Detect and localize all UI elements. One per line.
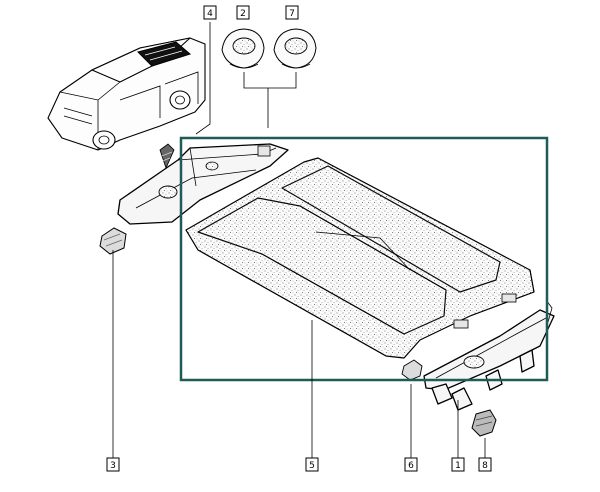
callout-8-label: 8 (482, 461, 488, 471)
floor-panel (185, 157, 535, 359)
callout-4: 4 (203, 5, 217, 20)
callout-5-label: 5 (309, 461, 315, 471)
right-side-rail (423, 299, 555, 411)
callout-2: 2 (236, 5, 250, 20)
highlight-frame (179, 136, 549, 382)
grommet-detail-7 (273, 28, 317, 69)
left-side-rail (117, 143, 289, 225)
grommet-detail-2 (221, 28, 265, 69)
clip-part-6 (401, 359, 423, 381)
fastener-part-8 (471, 409, 497, 437)
callout-4-label: 4 (207, 9, 213, 19)
callout-8: 8 (478, 457, 492, 472)
clip-part-3 (99, 227, 127, 255)
callout-1: 1 (451, 457, 465, 472)
callout-7: 7 (285, 5, 299, 20)
rail-stud (159, 143, 175, 170)
callout-3-label: 3 (110, 461, 116, 471)
callout-1-label: 1 (455, 461, 461, 471)
callout-6-label: 6 (408, 461, 414, 471)
callout-6: 6 (404, 457, 418, 472)
callout-7-label: 7 (289, 9, 295, 19)
leader-4 (195, 22, 211, 135)
leader-2-7-bracket (243, 72, 297, 128)
callout-2-label: 2 (240, 9, 246, 19)
callout-3: 3 (106, 457, 120, 472)
callout-5: 5 (305, 457, 319, 472)
vehicle-thumbnail (47, 37, 206, 151)
